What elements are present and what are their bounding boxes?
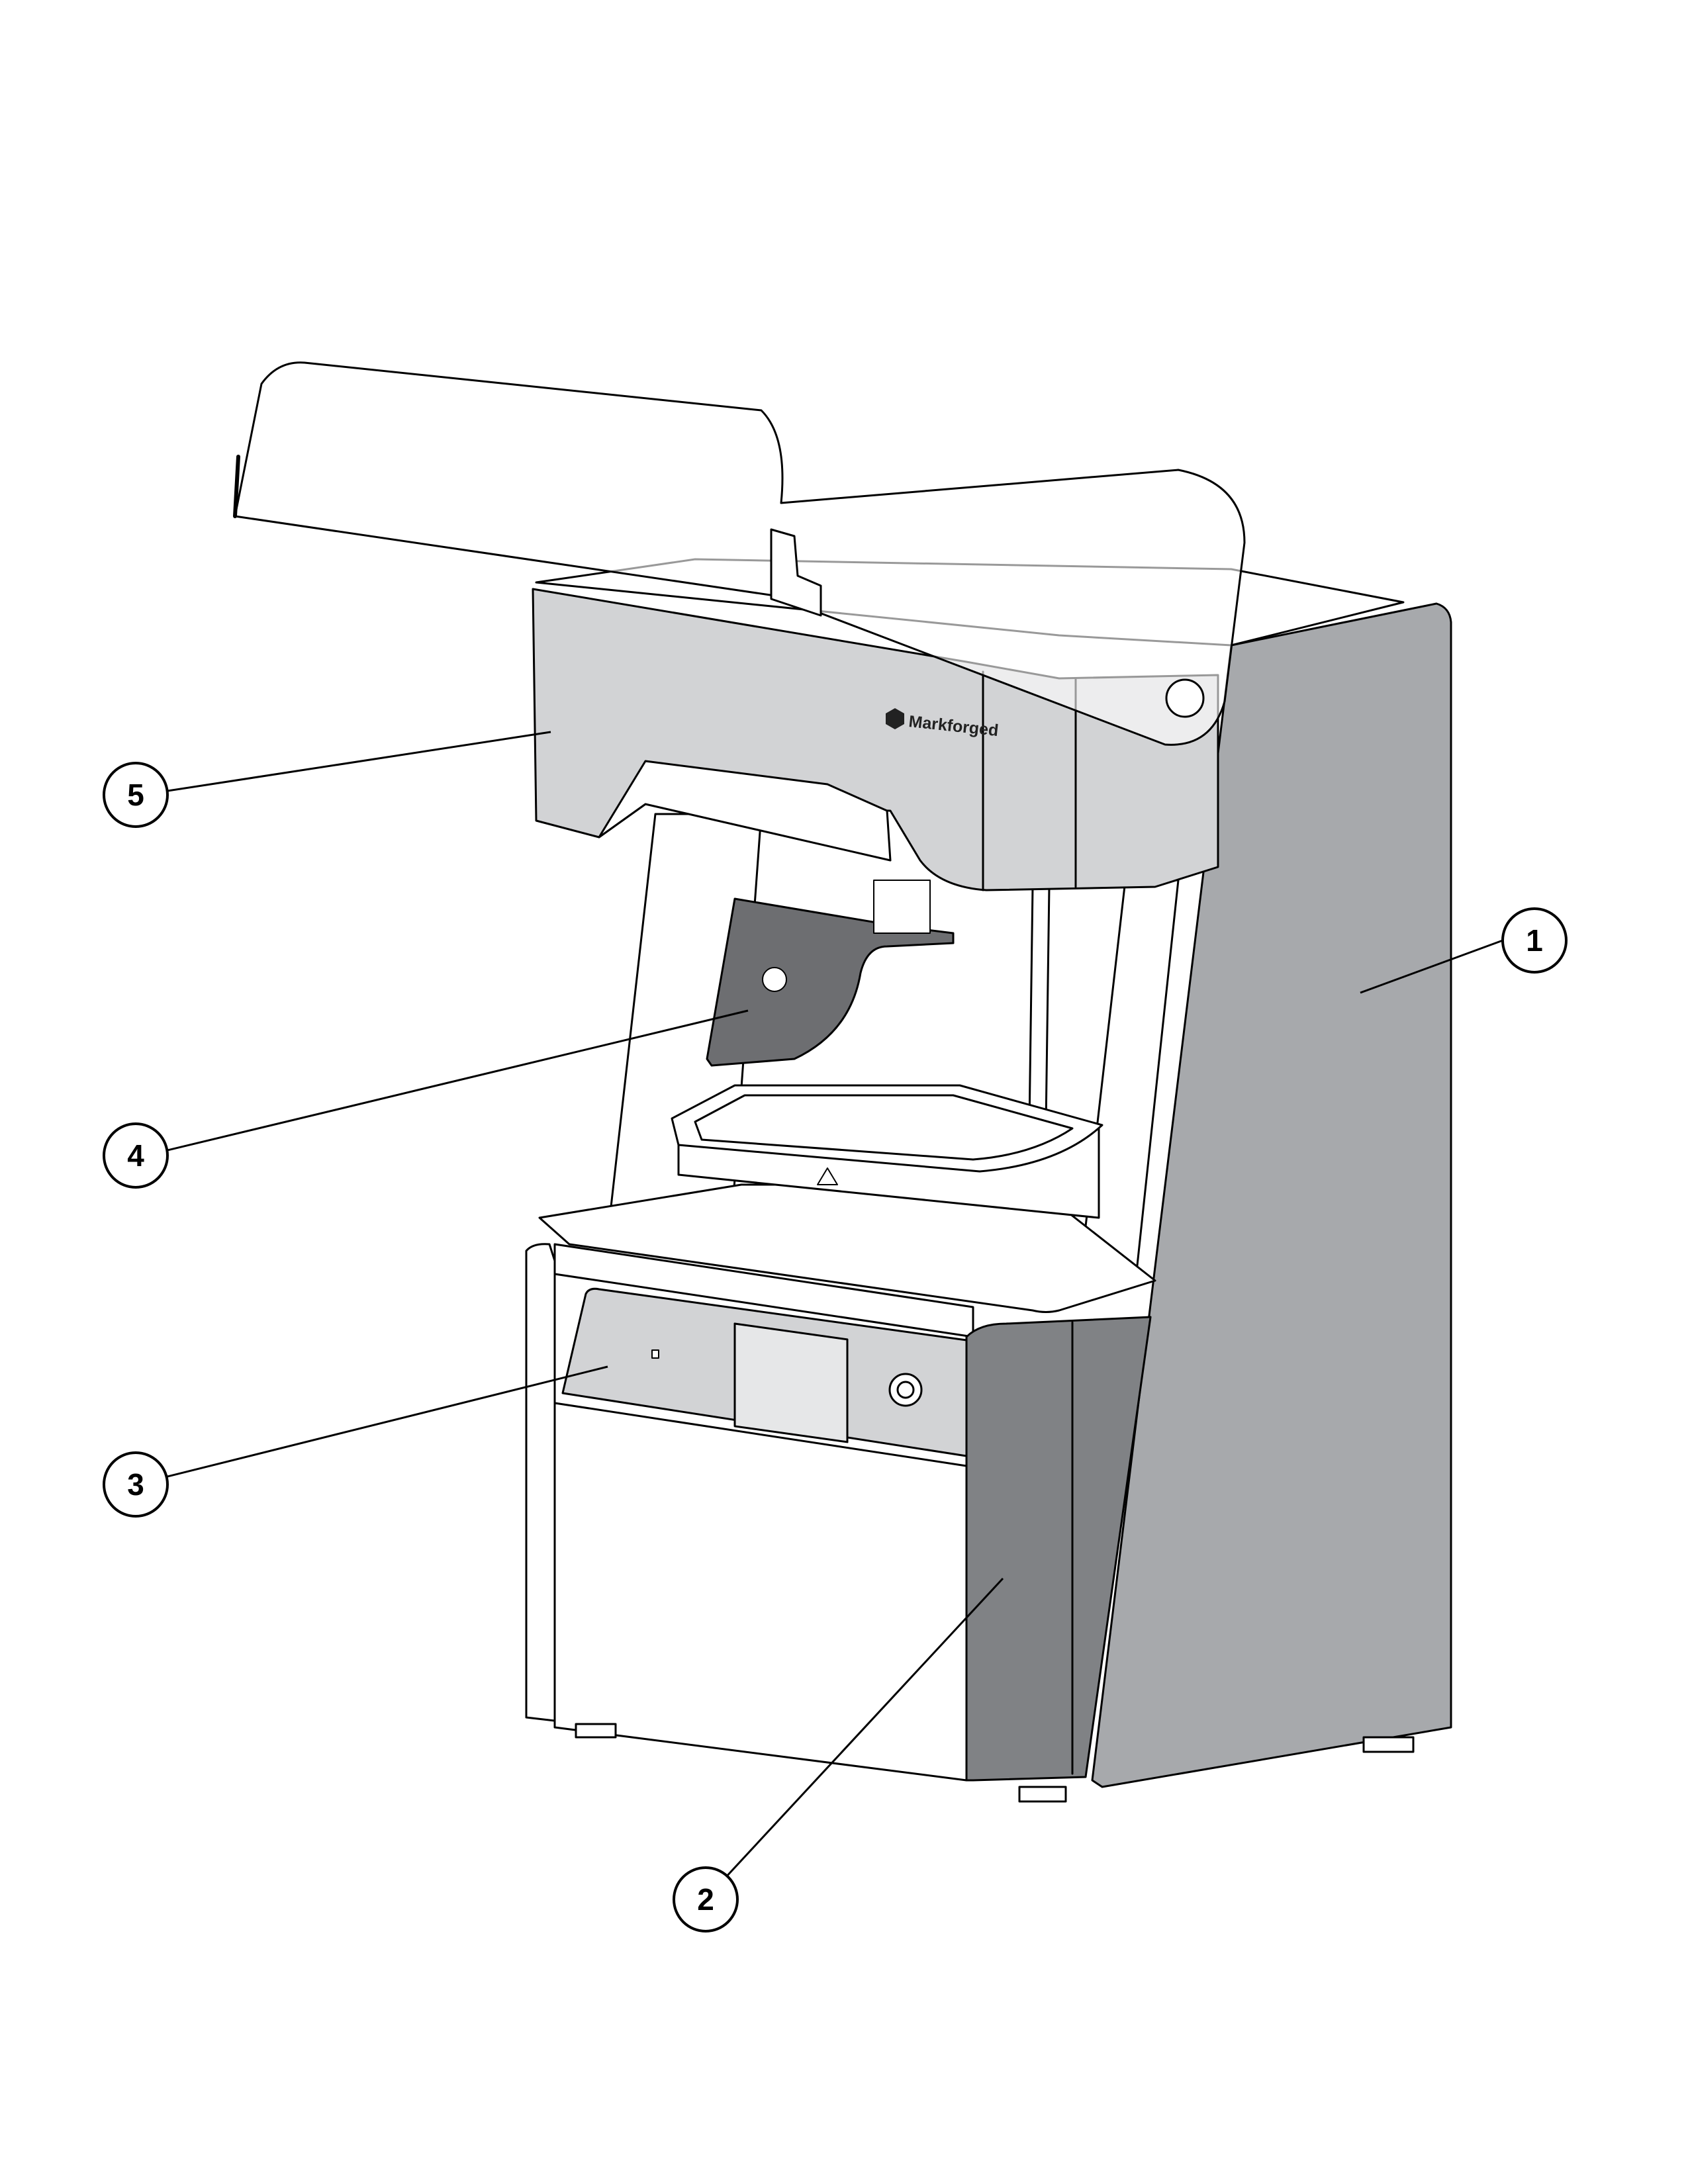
touch-screen: [733, 1322, 849, 1443]
rear-rail-line: [1028, 886, 1034, 1126]
markforged-logo-mark: [886, 708, 904, 729]
callout-2: 2: [673, 1866, 739, 1933]
leader-line-1: [1360, 939, 1503, 994]
callout-number: 3: [127, 1467, 144, 1502]
feet: [575, 1723, 1415, 1803]
callout-number: 1: [1526, 923, 1543, 958]
lid: [234, 361, 1246, 746]
callout-circle: [103, 1451, 169, 1518]
front-column: [965, 1316, 1152, 1782]
callout-number: 4: [127, 1138, 144, 1173]
leader-line-3: [167, 1365, 608, 1478]
leader-line-5: [167, 731, 551, 792]
gantry-opening: [598, 760, 892, 862]
arm-knob: [762, 967, 787, 992]
callout-5: 5: [103, 762, 169, 828]
callout-circle: [673, 1866, 739, 1933]
callout-number: 2: [697, 1882, 714, 1917]
base-left-side: [525, 1243, 556, 1722]
rear-rail-line-2: [1045, 886, 1051, 1126]
callout-circle: [103, 762, 169, 828]
callout-circle: [103, 1122, 169, 1189]
base-top-surface: [538, 1183, 1156, 1313]
lid-handle: [1165, 678, 1205, 718]
lid-edge: [233, 455, 240, 518]
callout-4: 4: [103, 1122, 169, 1189]
lid-hinge: [770, 528, 822, 617]
callout-3: 3: [103, 1451, 169, 1518]
foot-front: [1018, 1786, 1067, 1803]
foot-right: [1362, 1736, 1415, 1753]
foot-left: [575, 1723, 617, 1739]
leader-line-2: [724, 1577, 1004, 1880]
callout-circle: [1501, 907, 1568, 974]
print-head-arm: [706, 897, 955, 1067]
callout-number: 5: [127, 778, 144, 812]
build-plate-inner: [694, 1094, 1074, 1161]
control-knob-inner: [896, 1381, 915, 1399]
side-panel: [1091, 602, 1452, 1788]
leader-line-4: [167, 1009, 749, 1152]
leader-lines: [167, 731, 1503, 1880]
status-light: [651, 1349, 659, 1359]
extruder-assembly: [873, 880, 931, 934]
callout-1: 1: [1501, 907, 1568, 974]
printer-illustration: [233, 361, 1452, 1803]
warning-triangle: [817, 1167, 838, 1185]
